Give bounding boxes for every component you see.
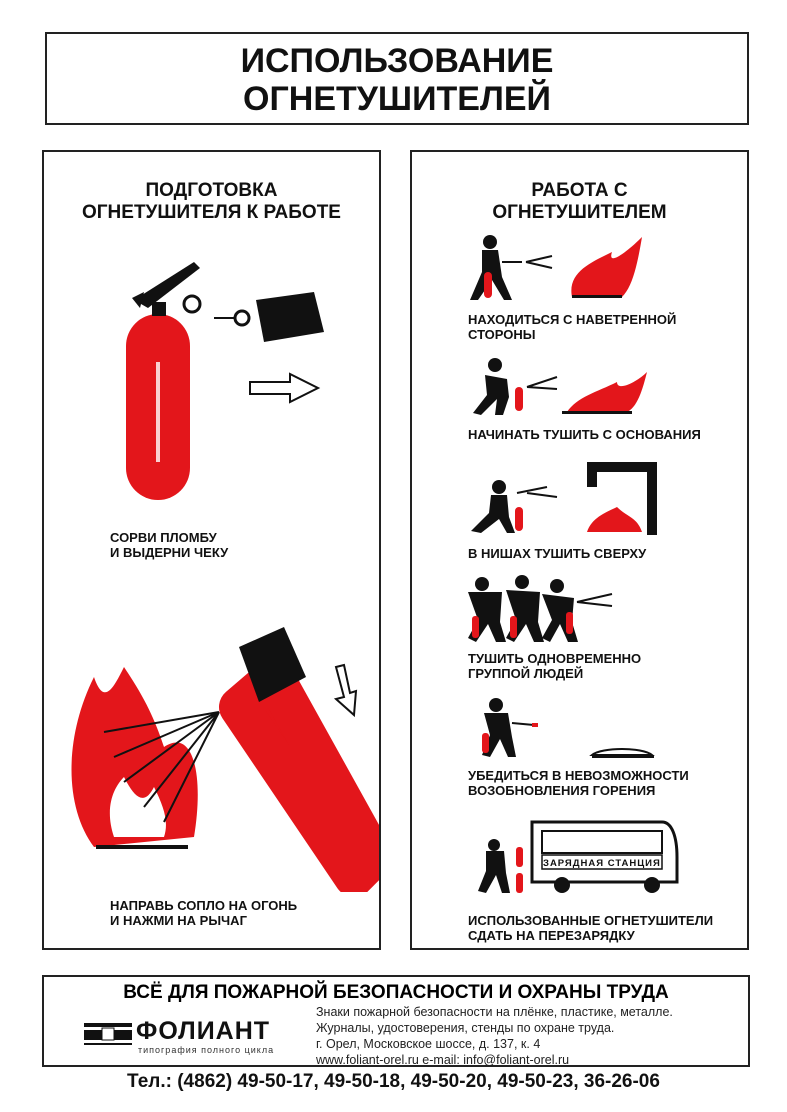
logo-subtitle: типография полного цикла	[138, 1045, 275, 1055]
niche-icon	[471, 462, 657, 535]
windward-icon	[470, 235, 642, 300]
extinguisher-pin-illustration	[126, 262, 324, 500]
foliant-logo-mark	[84, 1023, 132, 1045]
poster-title: ИСПОЛЬЗОВАНИЕ ОГНЕТУШИТЕЛЕЙ	[45, 32, 749, 125]
title-line: ИСПОЛЬЗОВАНИЕ	[240, 42, 554, 80]
base-icon	[473, 358, 647, 415]
phone-line: Тел.: (4862) 49-50-17, 49-50-18, 49-50-2…	[127, 1071, 660, 1092]
rule-caption: НАЧИНАТЬ ТУШИТЬ С ОСНОВАНИЯ	[468, 427, 701, 442]
footer-heading: ВСЁ ДЛЯ ПОЖАРНОЙ БЕЗОПАСНОСТИ И ОХРАНЫ Т…	[123, 982, 669, 1003]
recharge-station-icon	[478, 820, 679, 893]
check-icon	[482, 698, 655, 758]
extinguisher-spray-illustration	[71, 627, 379, 892]
logo-name: ФОЛИАНТ	[136, 1017, 271, 1045]
rule-caption: В НИШАХ ТУШИТЬ СВЕРХУ	[468, 546, 647, 561]
footer-box: ВСЁ ДЛЯ ПОЖАРНОЙ БЕЗОПАСНОСТИ И ОХРАНЫ Т…	[42, 975, 750, 1067]
title-line: ОГНЕТУШИТЕЛЕЙ	[243, 80, 551, 118]
van-label: ЗАРЯДНАЯ СТАНЦИЯ	[543, 858, 661, 869]
footer-info: Знаки пожарной безопасности на плёнке, п…	[316, 1005, 673, 1067]
group-icon	[468, 575, 613, 642]
